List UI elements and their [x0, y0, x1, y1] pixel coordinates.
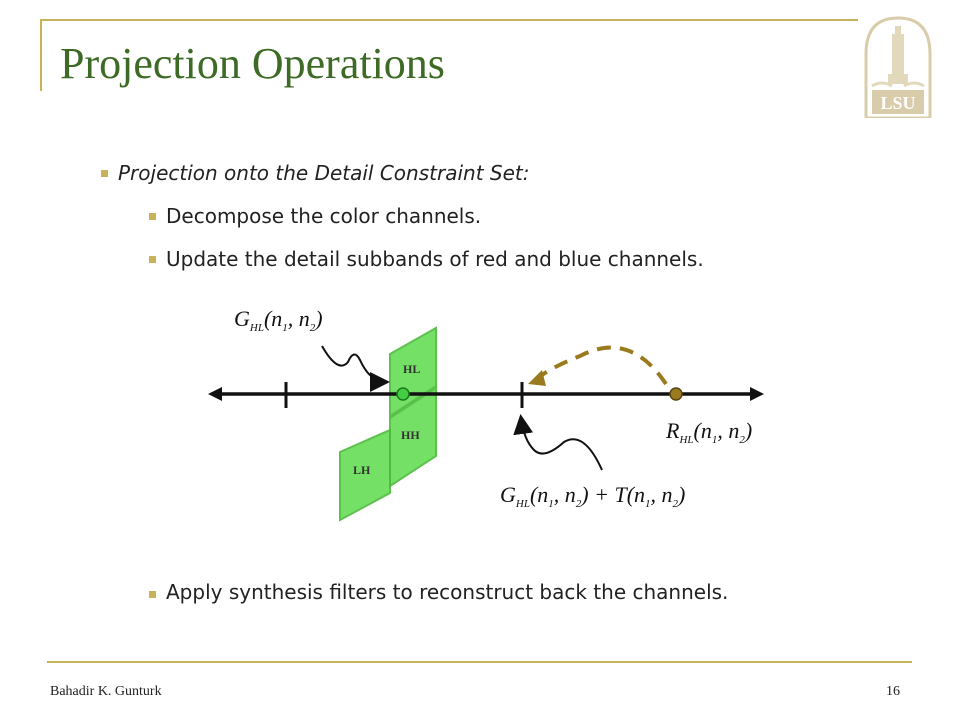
bullet-marker-2 [149, 213, 156, 220]
frame-top-line [40, 19, 858, 21]
wavy-arrow-sum [513, 414, 603, 471]
bullet-marker-4 [149, 591, 156, 598]
bullet-update: Update the detail subbands of red and bl… [166, 247, 704, 271]
bullet-marker-1 [101, 170, 108, 177]
subband-hl-label: HL [403, 362, 420, 376]
slide-title: Projection Operations [60, 39, 445, 88]
lsu-logo: LSU [864, 16, 932, 118]
bullet-marker-3 [149, 256, 156, 263]
frame-left-line [40, 19, 42, 91]
number-line-right-arrow [750, 387, 764, 401]
label-g-hl: GHL(n1, n2) [234, 306, 323, 334]
footer-author: Bahadir K. Gunturk [50, 684, 162, 699]
footer-page-number: 16 [886, 684, 900, 699]
subband-hh-label: HH [401, 428, 420, 442]
bullet-projection: Projection onto the Detail Constraint Se… [118, 161, 530, 185]
footer-line [47, 661, 912, 663]
logo-text: LSU [880, 93, 915, 113]
point-g-hl [396, 387, 410, 401]
dashed-arrow-head [528, 370, 546, 386]
plane-hh [389, 386, 437, 488]
projection-dashed-arrow [536, 345, 668, 386]
bullet-synthesis: Apply synthesis filters to reconstruct b… [166, 580, 729, 604]
number-line-left-arrow [208, 387, 222, 401]
subband-lh-label: LH [353, 463, 371, 477]
projection-diagram: HL HH LH GHL(n1, n2) RHL(n1, n2) GHL(n1,… [208, 306, 764, 522]
label-r-hl: RHL(n1, n2) [665, 418, 752, 446]
plane-lh [339, 428, 391, 522]
wavy-arrow-g [321, 345, 390, 392]
bullet-decompose: Decompose the color channels. [166, 204, 482, 228]
point-r-hl [669, 387, 683, 401]
label-g-plus-t: GHL(n1, n2) + T(n1, n2) [500, 482, 685, 510]
